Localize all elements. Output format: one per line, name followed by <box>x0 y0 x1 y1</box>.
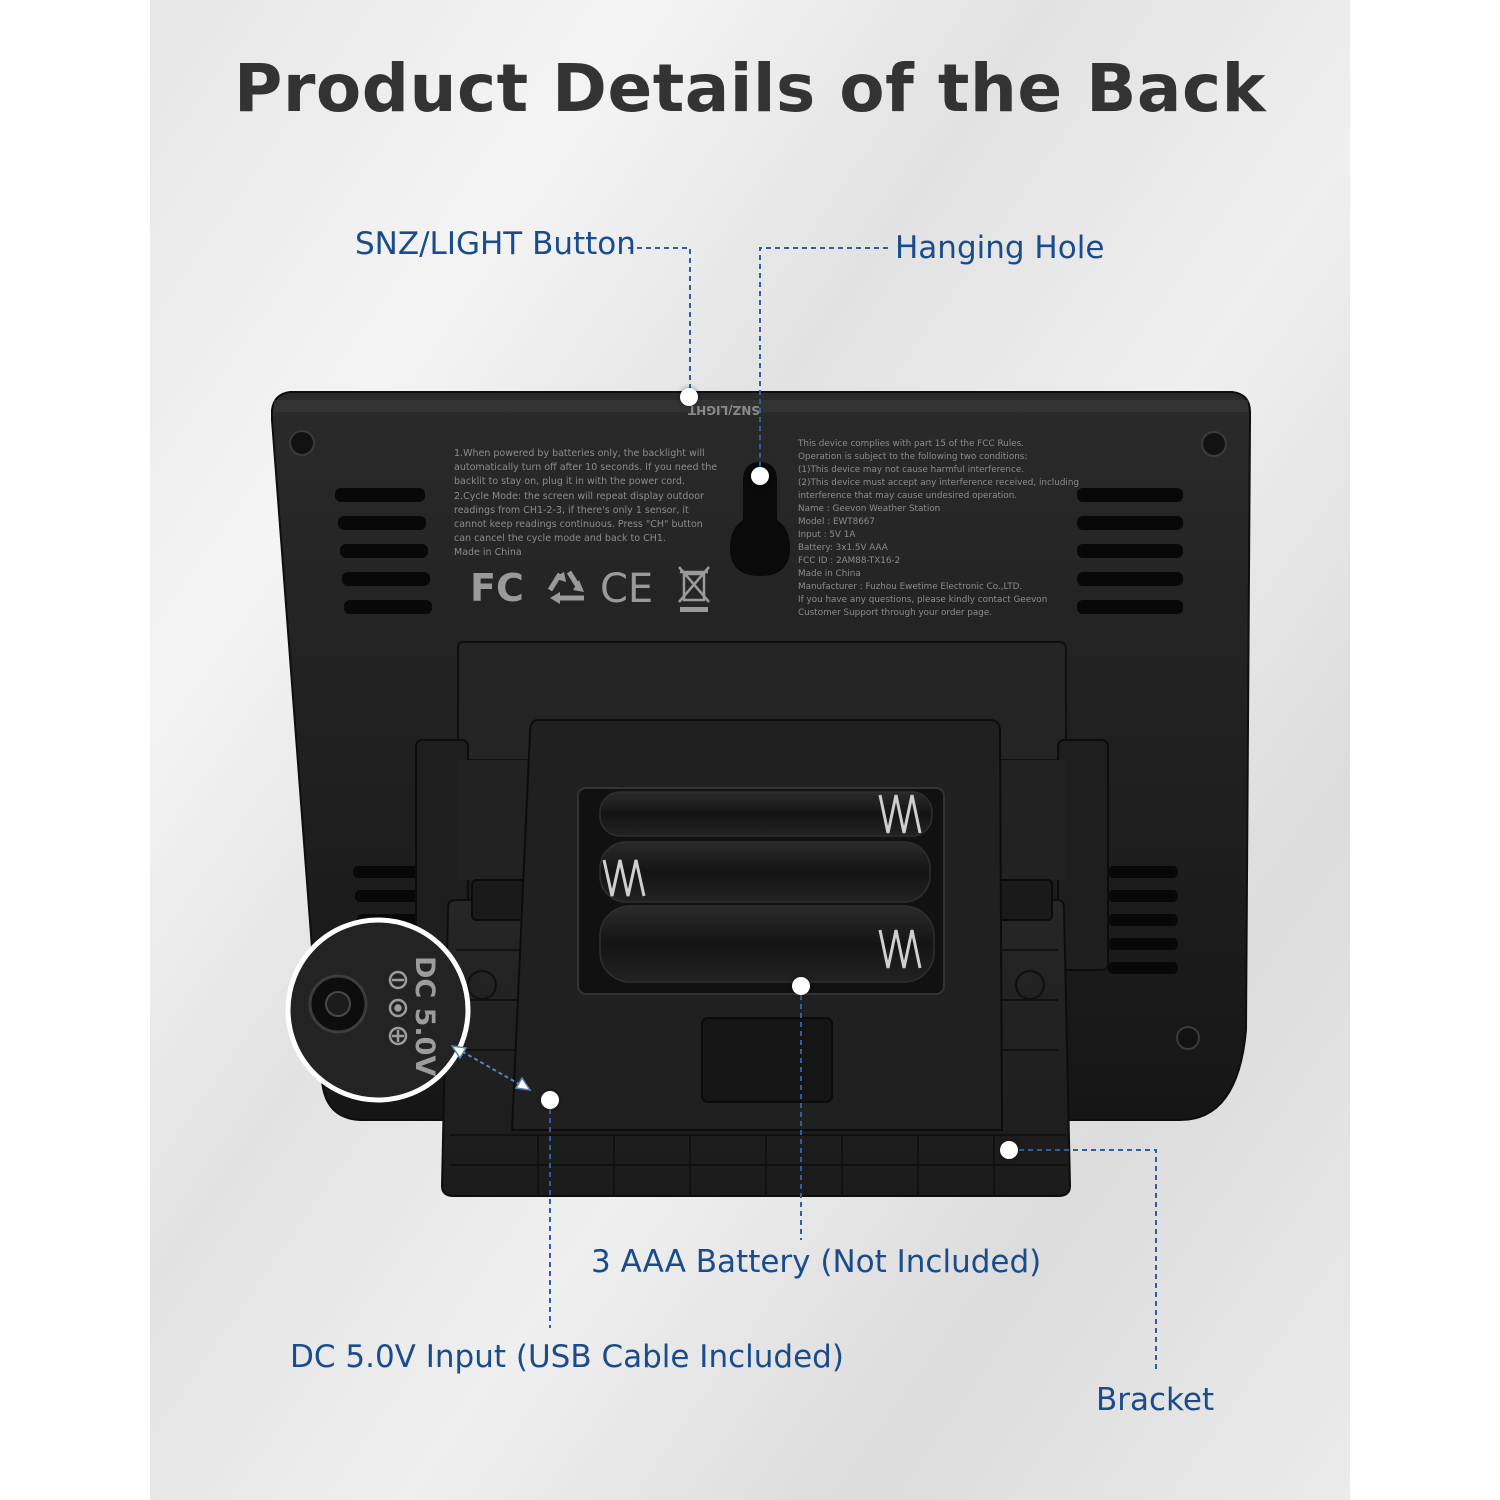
note-line: This device complies with part 15 of the… <box>798 439 1024 449</box>
battery-marker <box>792 977 810 995</box>
note-line: automatically turn off after 10 seconds.… <box>454 462 718 474</box>
vent-grille-lower-right <box>1108 866 1178 974</box>
callout-leader-lines <box>549 247 1157 1372</box>
note-line: can cancel the cycle mode and back to CH… <box>454 533 666 545</box>
callout-battery: 3 AAA Battery (Not Included) <box>591 1244 1042 1280</box>
note-line: (2)This device must accept any interfere… <box>798 478 1080 488</box>
note-line: 2.Cycle Mode: the screen will repeat dis… <box>454 490 704 502</box>
recycle-icon <box>547 570 584 604</box>
note-line: Input : 5V 1A <box>798 530 856 540</box>
dc-jack-inset <box>285 917 471 1103</box>
note-line: Operation is subject to the following tw… <box>798 452 1028 462</box>
callout-dc-input: DC 5.0V Input (USB Cable Included) <box>290 1339 844 1375</box>
dc-jack-label: DC 5.0V <box>409 956 440 1077</box>
note-line: readings from CH1-2-3, if there's only 1… <box>454 504 689 516</box>
note-line: Manufacturer : Fuzhou Ewetime Electronic… <box>798 582 1023 592</box>
note-line: Battery: 3x1.5V AAA <box>798 543 888 553</box>
note-line: Made in China <box>454 547 522 559</box>
screw-icon <box>289 430 1227 1050</box>
note-line: Model : EWT8667 <box>798 517 875 527</box>
snz-light-marker <box>680 388 698 406</box>
battery-compartment <box>510 719 1004 1131</box>
callout-bracket: Bracket <box>1096 1382 1215 1418</box>
vent-grille-upper-right <box>1077 488 1183 614</box>
callout-hanging-hole: Hanging Hole <box>895 230 1105 266</box>
note-line: If you have any questions, please kindly… <box>798 595 1048 605</box>
note-line: 1.When powered by batteries only, the ba… <box>454 448 705 459</box>
note-line: cannot keep readings continuous. Press "… <box>454 519 703 531</box>
snz-light-device-label: SNZ/LIGHT <box>688 403 760 417</box>
vent-grille-lower-left <box>353 866 421 926</box>
note-line: Made in China <box>798 569 861 579</box>
vent-grille-upper-left <box>335 488 432 614</box>
device-left-notes: 1.When powered by batteries only, the ba… <box>454 447 717 561</box>
bracket-marker <box>1000 1141 1018 1159</box>
hanging-hole-icon <box>730 462 790 576</box>
dc-input-marker <box>541 1091 559 1109</box>
note-line: interference that may cause undesired op… <box>798 491 1018 501</box>
note-line: Customer Support through your order page… <box>798 608 993 618</box>
fcc-logo: FC <box>470 566 524 610</box>
note-line: backlit to stay on, plug it in with the … <box>454 476 685 488</box>
note-line: (1)This device may not cause harmful int… <box>798 465 1025 475</box>
page-title: Product Details of the Back <box>234 50 1266 127</box>
note-line: Name : Geevon Weather Station <box>798 504 941 514</box>
weee-bin-icon <box>678 566 710 612</box>
hanging-hole-marker <box>751 467 769 485</box>
callout-snz-light-button: SNZ/LIGHT Button <box>355 226 636 262</box>
note-line: FCC ID : 2AM88-TX16-2 <box>798 556 901 566</box>
device-right-notes: This device complies with part 15 of the… <box>798 438 1079 620</box>
ce-logo: CE <box>600 566 654 612</box>
